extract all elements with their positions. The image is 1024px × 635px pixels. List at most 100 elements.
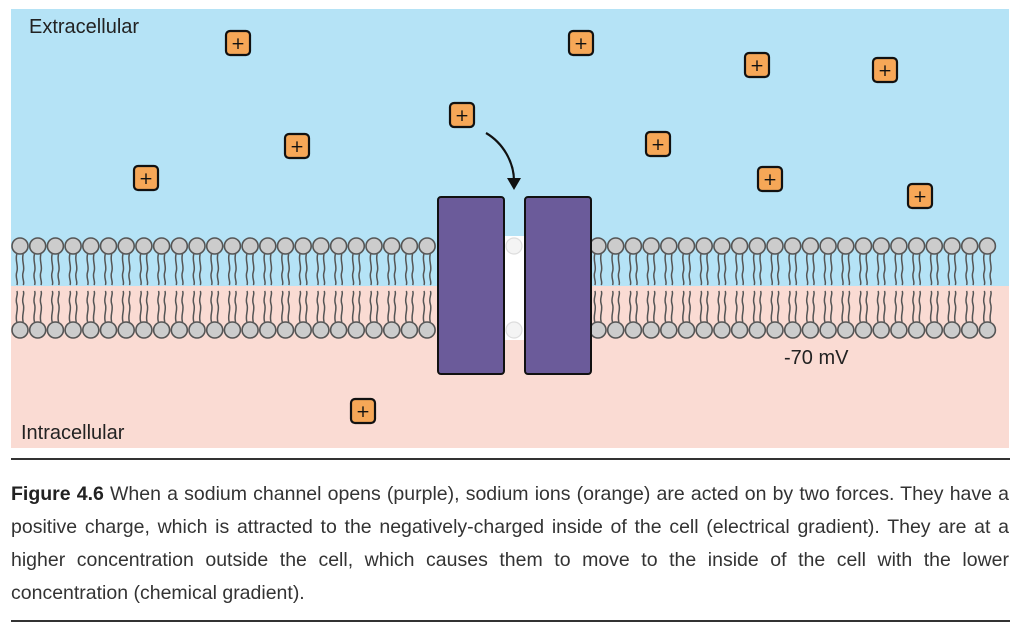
- fatty-acid-tail: [287, 290, 291, 323]
- fatty-acid-tail: [110, 253, 114, 286]
- phospholipid-head: [188, 237, 206, 255]
- figure-caption: Figure 4.6 When a sodium channel opens (…: [11, 478, 1009, 610]
- fatty-acid-tail: [375, 253, 379, 286]
- sodium-ion: +: [132, 164, 160, 192]
- fatty-acid-tail: [593, 290, 597, 323]
- phospholipid-head: [978, 237, 997, 255]
- fatty-acid-tail: [39, 253, 43, 286]
- phospholipid-head: [64, 321, 82, 339]
- sodium-ion: +: [567, 29, 595, 57]
- phospholipid-head: [28, 237, 47, 255]
- phospholipid-head: [99, 237, 118, 255]
- fatty-acid-tail: [735, 290, 738, 323]
- fatty-acid-tail: [812, 290, 815, 323]
- fatty-acid-tail: [699, 253, 703, 286]
- phospholipid-head: [11, 321, 29, 339]
- fatty-acid-tail: [86, 290, 89, 323]
- fatty-acid-tail: [735, 253, 738, 286]
- phospholipid-head: [382, 237, 401, 255]
- fatty-acid-tail: [305, 290, 308, 323]
- fatty-acid-tail: [316, 253, 320, 286]
- phospholipid-head: [890, 321, 908, 339]
- fatty-acid-tail: [139, 253, 143, 286]
- phospholipid-head: [766, 237, 784, 255]
- fatty-acid-tail: [776, 290, 780, 323]
- fatty-acid-tail: [351, 253, 355, 286]
- sodium-ion: +: [644, 130, 672, 158]
- fatty-acid-tail: [617, 253, 621, 286]
- fatty-acid-tail: [611, 290, 614, 323]
- fatty-acid-tail: [759, 290, 762, 323]
- fatty-acid-tail: [428, 253, 432, 286]
- fatty-acid-tail: [298, 253, 302, 286]
- caption-top-rule: [11, 458, 1010, 460]
- phospholipid-head: [170, 237, 189, 255]
- phospholipid-head: [907, 237, 926, 255]
- phospholipid-head: [11, 237, 29, 255]
- phospholipid-head: [188, 321, 206, 339]
- fatty-acid-tail: [210, 253, 213, 286]
- phospholipid-head: [677, 321, 696, 339]
- fatty-acid-tail: [181, 253, 184, 286]
- intracellular-label: Intracellular: [21, 422, 125, 444]
- fatty-acid-tail: [706, 253, 709, 286]
- fatty-acid-tail: [912, 290, 915, 323]
- fatty-acid-tail: [812, 253, 815, 286]
- phospholipid-head: [925, 321, 944, 339]
- fatty-acid-tail: [245, 253, 249, 286]
- fatty-acid-tail: [422, 253, 426, 286]
- fatty-acid-tail: [982, 253, 986, 286]
- phospholipid-head: [589, 237, 607, 255]
- fatty-acid-tail: [227, 290, 231, 323]
- fatty-acid-tail: [163, 290, 167, 323]
- fatty-acid-tail: [770, 253, 774, 286]
- phospholipid-head: [925, 237, 944, 255]
- phospholipid-head: [854, 321, 873, 339]
- sodium-ion: +: [743, 51, 771, 79]
- fatty-acid-tail: [646, 253, 650, 286]
- fatty-acid-tail: [989, 253, 992, 286]
- sodium-ion: +: [448, 101, 476, 129]
- fatty-acid-tail: [422, 290, 426, 323]
- fatty-acid-tail: [805, 290, 809, 323]
- sodium-ions: +++++++++++: [132, 29, 934, 425]
- fatty-acid-tail: [652, 290, 656, 323]
- fatty-acid-tail: [387, 290, 390, 323]
- fatty-acid-tail: [216, 290, 220, 323]
- phospholipid-head: [418, 321, 436, 339]
- fatty-acid-tail: [68, 290, 72, 323]
- fatty-acid-tail: [57, 290, 60, 323]
- fatty-acid-tail: [858, 290, 862, 323]
- phospholipid-head: [382, 321, 401, 339]
- fatty-acid-tail: [103, 253, 107, 286]
- phospholipid-head: [135, 237, 153, 255]
- fatty-acid-tail: [841, 290, 844, 323]
- fatty-acid-tail: [404, 290, 408, 323]
- phospholipid-head: [978, 321, 997, 339]
- fatty-acid-tail: [883, 253, 886, 286]
- fatty-acid-tail: [287, 253, 291, 286]
- phospholipid-head: [312, 321, 330, 339]
- fatty-acid-tail: [617, 290, 621, 323]
- positive-charge-symbol: +: [290, 137, 304, 157]
- fatty-acid-tail: [128, 290, 131, 323]
- phospholipid-head: [659, 321, 678, 339]
- phospholipid-head: [836, 321, 855, 339]
- fatty-acid-tail: [280, 253, 284, 286]
- phospholipid-head: [329, 321, 348, 339]
- fatty-acid-tail: [664, 253, 667, 286]
- fatty-acid-tail: [375, 290, 379, 323]
- caption-text: When a sodium channel opens (purple), so…: [11, 483, 1009, 604]
- fatty-acid-tail: [706, 290, 709, 323]
- fatty-acid-tail: [121, 290, 125, 323]
- phospholipid-head: [748, 237, 767, 255]
- fatty-acid-tail: [145, 290, 149, 323]
- caption-bottom-rule: [11, 620, 1010, 622]
- fatty-acid-tail: [829, 253, 833, 286]
- phospholipid-head: [82, 237, 100, 255]
- phospholipid-head: [418, 237, 436, 255]
- phospholipid-head: [294, 321, 313, 339]
- lipid-bilayer: [11, 237, 997, 339]
- phospholipid-head: [258, 321, 277, 339]
- fatty-acid-tail: [670, 290, 674, 323]
